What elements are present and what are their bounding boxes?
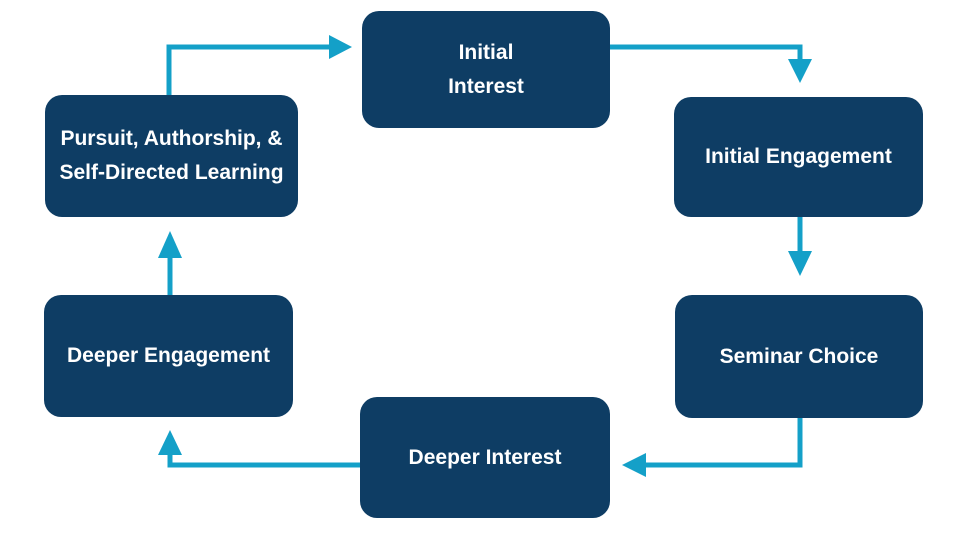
- node-pursuit-authorship-self-directed-learning: Pursuit, Authorship, & Self-Directed Lea…: [45, 95, 298, 217]
- arrow-initial-interest-to-initial-engagement: [610, 44, 812, 83]
- node-deeper-interest: Deeper Interest: [360, 397, 610, 518]
- arrow-pursuit-to-initial-interest: [166, 35, 352, 95]
- node-initial-engagement: Initial Engagement: [674, 97, 923, 217]
- arrow-deeper-engagement-to-pursuit: [158, 231, 182, 295]
- node-deeper-engagement: Deeper Engagement: [44, 295, 293, 417]
- arrow-initial-engagement-to-seminar-choice: [788, 217, 812, 276]
- arrow-deeper-interest-to-deeper-engagement: [158, 430, 360, 468]
- arrow-seminar-choice-to-deeper-interest: [622, 418, 803, 477]
- node-initial-interest: Initial Interest: [362, 11, 610, 128]
- node-seminar-choice: Seminar Choice: [675, 295, 923, 418]
